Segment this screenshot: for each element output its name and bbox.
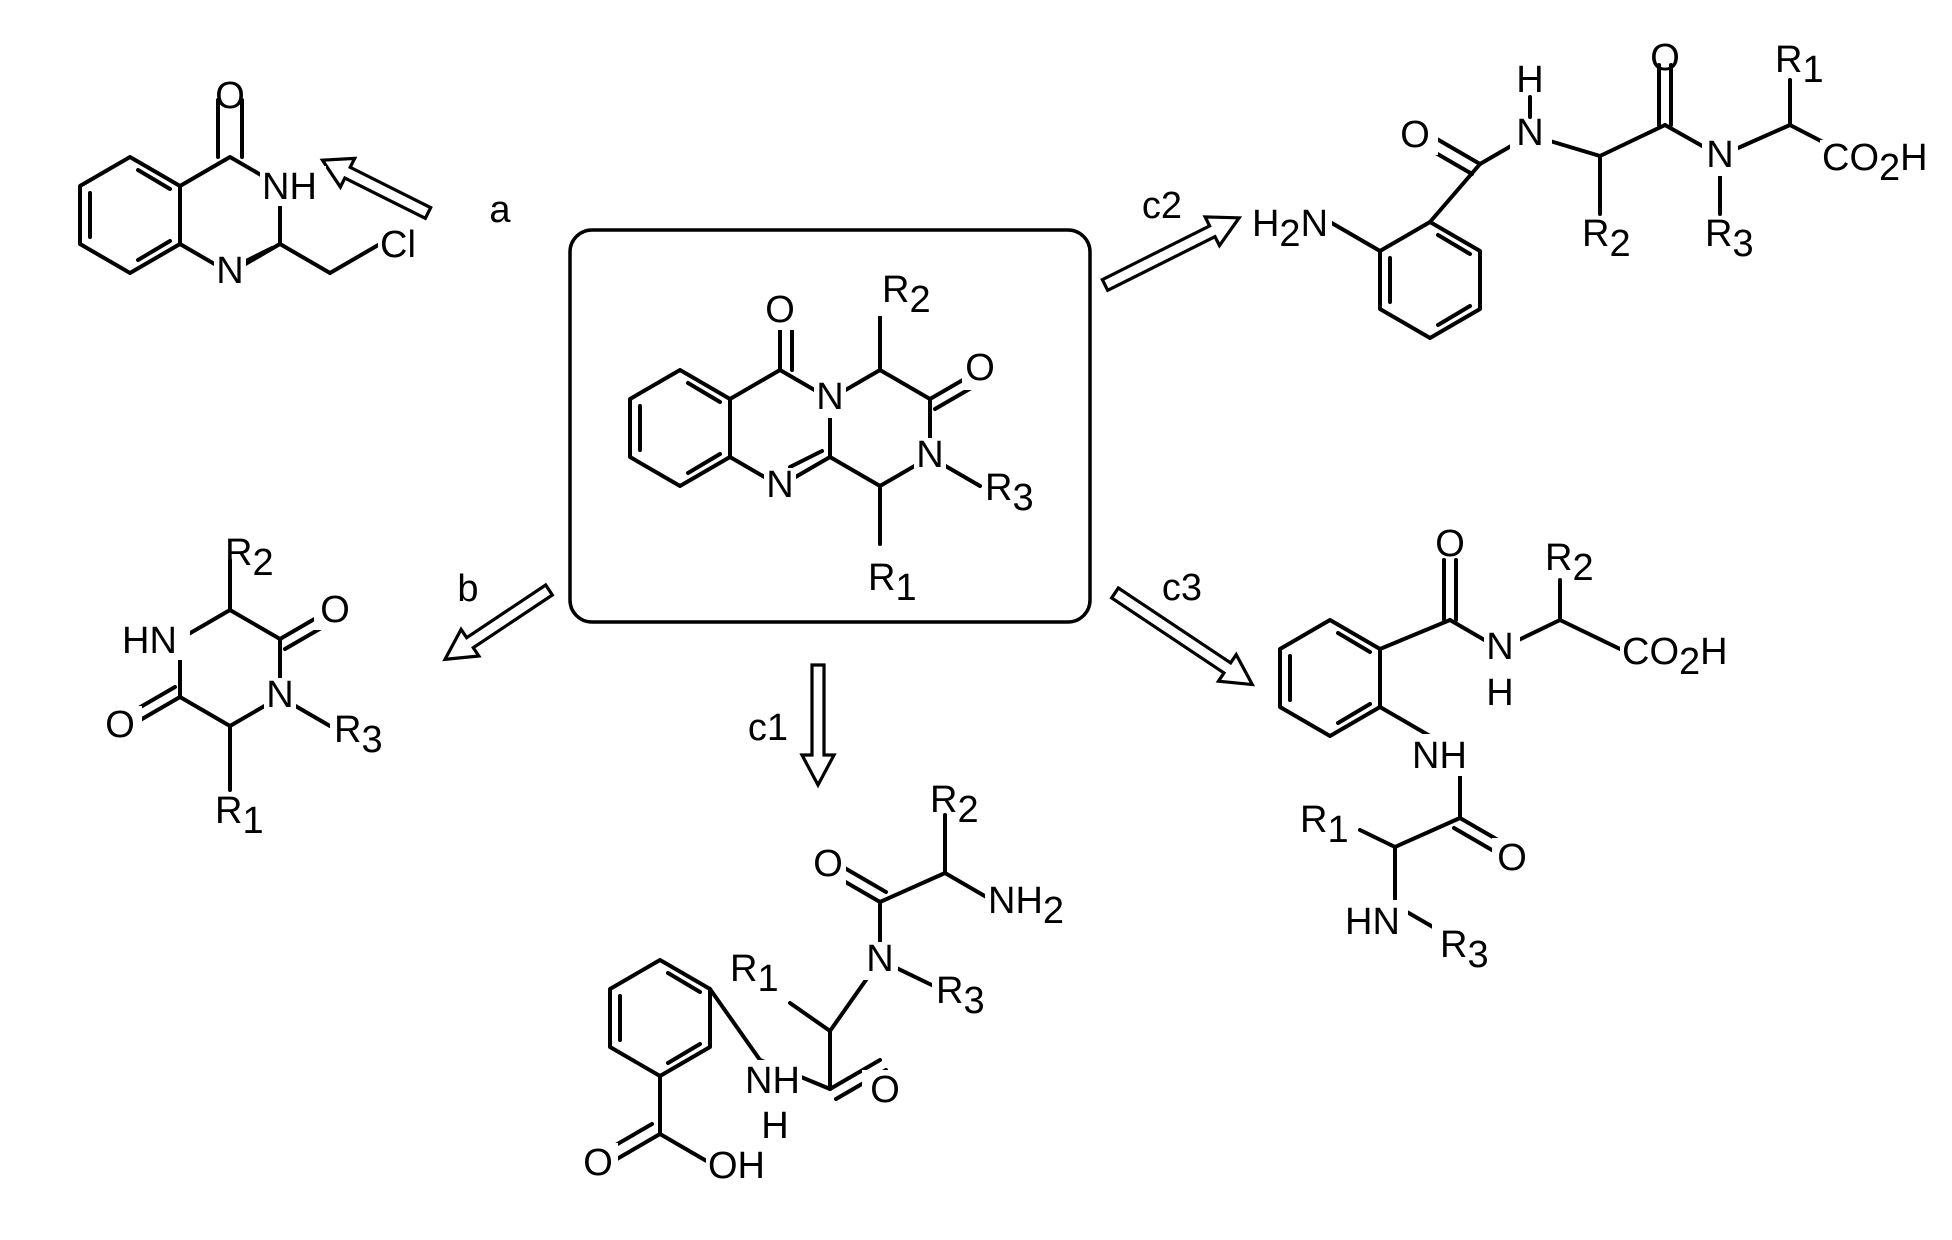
- atom-cl: Cl: [380, 224, 416, 266]
- structure-c3-atom-labels: O R2 N H CO2H NH R1 O HN R3: [1300, 523, 1750, 976]
- atom-o: O: [1435, 523, 1465, 565]
- atom-h2n: H2N: [1252, 203, 1328, 255]
- substituent-r2: R2: [1545, 537, 1594, 589]
- atom-oh: OH: [708, 1145, 765, 1187]
- target-atom-labels: O N N O N R3 R2 R1: [762, 269, 1034, 609]
- structure-c2-atom-labels: H2N O N H O R2 N R3 R1 CO2H: [1252, 37, 1950, 265]
- substituent-r3: R3: [1705, 213, 1754, 265]
- substituent-r2: R2: [882, 269, 931, 321]
- substituent-r3: R3: [334, 709, 383, 761]
- atom-hn: HN: [122, 620, 177, 662]
- substituent-r1: R1: [868, 557, 917, 609]
- substituent-r1: R1: [215, 790, 264, 842]
- atom-o: O: [215, 75, 245, 117]
- substituent-r1: R1: [1300, 799, 1349, 851]
- substituent-r3: R3: [1440, 924, 1489, 976]
- atom-h: H: [761, 1105, 788, 1147]
- atom-n: N: [1706, 134, 1733, 176]
- carboxyl-co2h: CO2H: [1822, 137, 1928, 189]
- atom-nh: NH: [262, 166, 317, 208]
- atom-hn: HN: [1345, 901, 1400, 943]
- arrow-label-c1: c1: [748, 707, 788, 749]
- retro-arrow-c3: [1109, 585, 1256, 687]
- arrow-label-c3: c3: [1162, 567, 1202, 609]
- atom-o: O: [765, 289, 795, 331]
- atom-n: N: [216, 250, 243, 292]
- atom-o: O: [1400, 114, 1430, 156]
- atom-o: O: [870, 1069, 900, 1111]
- structure-c1-atom-labels: R1 N R3 O R2 NH2 O NH H O OH: [582, 779, 1075, 1187]
- structure-b-diketopiperazine: [123, 558, 337, 792]
- retro-arrow-a: [319, 156, 433, 221]
- atom-o: O: [320, 589, 350, 631]
- atom-nh2: NH2: [988, 880, 1064, 932]
- atom-o: O: [1497, 837, 1527, 879]
- target-tricycle: [628, 310, 987, 546]
- target-box: [568, 228, 1092, 624]
- atom-nh: NH: [745, 1060, 800, 1102]
- atom-n: N: [1516, 112, 1543, 154]
- atom-h: H: [1516, 59, 1543, 101]
- atom-n: N: [766, 464, 793, 506]
- retro-arrow-c1: [799, 663, 837, 789]
- substituent-r2: R2: [930, 779, 979, 831]
- atom-n: N: [1486, 626, 1513, 668]
- atom-n: N: [866, 938, 893, 980]
- substituent-r3: R3: [936, 970, 985, 1022]
- substituent-r3: R3: [985, 467, 1034, 519]
- substituent-r1: R1: [730, 948, 779, 1000]
- atom-o: O: [105, 704, 135, 746]
- structure-b-atom-labels: R2 HN O N O R3 R1: [105, 532, 382, 842]
- substituent-r2: R2: [225, 532, 274, 584]
- atom-o: O: [965, 347, 995, 389]
- arrow-label-c2: c2: [1142, 185, 1182, 227]
- atom-h: H: [1486, 672, 1513, 714]
- atom-o: O: [1650, 37, 1680, 79]
- atom-o: O: [813, 843, 843, 885]
- structure-a-chloromethyl-quinazolinone: [78, 98, 382, 275]
- arrow-label-b: b: [457, 568, 478, 610]
- atom-n: N: [816, 376, 843, 418]
- retro-arrow-c2: [1100, 215, 1243, 293]
- retro-arrow-b: [442, 582, 555, 662]
- carboxyl-co2h: CO2H: [1622, 631, 1728, 683]
- substituent-r1: R1: [1775, 39, 1824, 91]
- structure-c2-anthraniloyl-dipeptide-acid: [1328, 63, 1852, 340]
- substituent-r2: R2: [1582, 213, 1631, 265]
- arrow-label-a: a: [489, 189, 511, 231]
- atom-nh: NH: [1412, 735, 1467, 777]
- atom-n: N: [916, 434, 943, 476]
- structure-a-atom-labels: O NH N Cl: [214, 75, 422, 292]
- atom-n: N: [266, 674, 293, 716]
- atom-o: O: [583, 1142, 613, 1184]
